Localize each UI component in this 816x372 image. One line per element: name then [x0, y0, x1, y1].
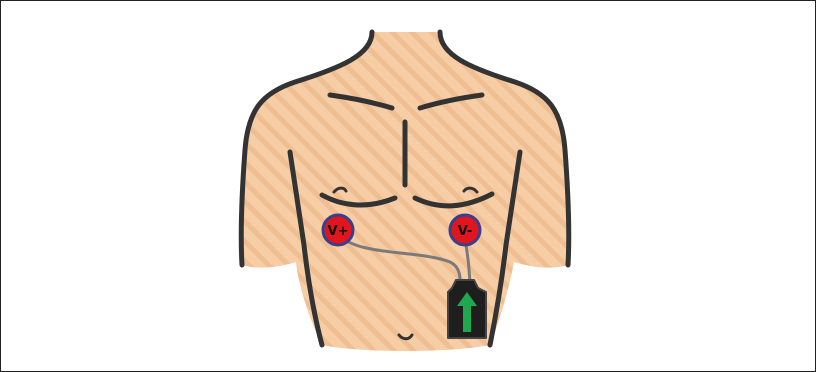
ecg-recorder-device	[448, 280, 486, 338]
electrode-v-minus-label: V-	[458, 224, 473, 239]
torso-skin	[241, 32, 569, 351]
electrode-v-minus: V-	[450, 215, 480, 245]
electrode-v-plus: V+	[323, 215, 353, 245]
electrode-v-plus-label: V+	[328, 224, 349, 239]
